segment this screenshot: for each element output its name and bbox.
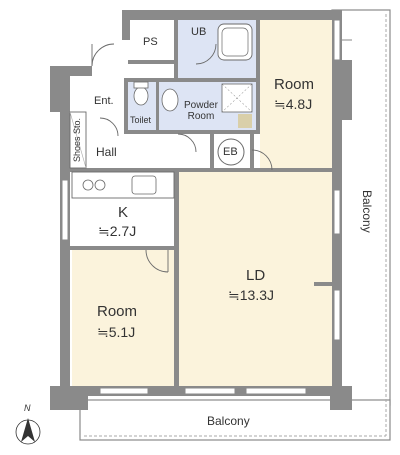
shoes-storage-label: Shoes Sto.	[72, 118, 82, 163]
ld-name: LD	[246, 267, 266, 284]
room-south-area: ≒5.1J	[97, 324, 136, 340]
balcony-south-label: Balcony	[207, 414, 250, 428]
powder-room-label-line1: Powder	[184, 100, 218, 111]
powder-room-label: Powder Room	[184, 100, 218, 122]
ld-floor	[178, 168, 338, 390]
room-north-area: ≒4.8J	[274, 96, 313, 112]
compass-label: N	[24, 403, 31, 413]
balcony-east-label: Balcony	[360, 190, 374, 233]
hall-label: Hall	[96, 145, 117, 159]
ub-label: UB	[191, 26, 207, 38]
kitchen-name: K	[118, 204, 129, 221]
kitchen-area: ≒2.7J	[98, 223, 137, 239]
ld-area: ≒13.3J	[228, 287, 274, 303]
room-north-floor	[260, 18, 338, 168]
compass-icon	[15, 418, 41, 445]
toilet-label: Toilet	[130, 115, 152, 125]
entrance-label: Ent.	[94, 95, 114, 107]
powder-room-label-line2: Room	[187, 111, 215, 122]
room-south-floor	[72, 248, 178, 390]
room-north-name: Room	[274, 76, 315, 93]
eb-label: EB	[223, 146, 238, 158]
room-south-name: Room	[97, 303, 138, 320]
ps-label: PS	[143, 36, 158, 48]
